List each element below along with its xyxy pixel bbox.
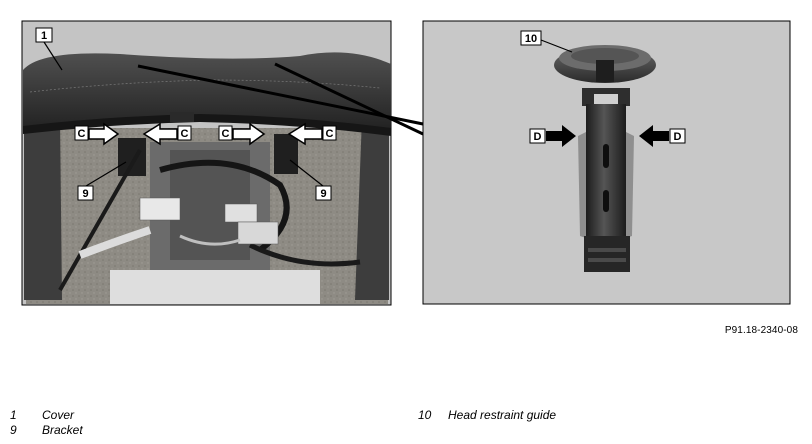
callout-c2: C [177, 125, 192, 141]
callout-bracket-right: 9 [315, 185, 332, 201]
callout-bracket-left: 9 [77, 185, 94, 201]
legend-label: Cover [42, 408, 75, 422]
cover-shape [23, 52, 391, 130]
legend-number: 10 [418, 408, 432, 422]
left-photo [21, 20, 392, 306]
legend-item: 10 Head restraint guide [418, 408, 556, 423]
svg-text:D: D [674, 131, 682, 143]
legend-label: Head restraint guide [448, 408, 557, 422]
leader-line-lower [274, 62, 424, 136]
guide-leader [540, 39, 573, 53]
svg-text:9: 9 [320, 188, 326, 200]
arrow-c4 [287, 122, 323, 146]
bracket-leader-right [289, 159, 324, 187]
legend-right: 10 Head restraint guide [418, 408, 556, 423]
svg-text:D: D [534, 131, 542, 143]
arrow-c2 [142, 122, 178, 146]
svg-text:C: C [181, 128, 189, 140]
svg-text:C: C [326, 128, 334, 140]
svg-text:C: C [78, 128, 86, 140]
arrow-c3 [232, 122, 266, 146]
arrow-c1 [88, 122, 120, 146]
figure-id: P91.18-2340-08 [724, 325, 798, 336]
svg-text:10: 10 [525, 33, 537, 45]
callout-c1: C [74, 125, 89, 141]
legend-left: 1 Cover 9 Bracket [10, 408, 83, 438]
right-photo [422, 20, 791, 305]
callout-c4: C [322, 125, 337, 141]
legend-item: 1 Cover [10, 408, 83, 423]
svg-text:9: 9 [82, 188, 88, 200]
callout-d-right: D [669, 128, 686, 144]
legend-number: 9 [10, 423, 17, 437]
arrow-d-right [639, 125, 669, 147]
cover-leader [43, 41, 63, 71]
legend-number: 1 [10, 408, 17, 422]
leader-line-upper [137, 64, 424, 126]
bracket-leader-left [85, 161, 127, 187]
svg-text:1: 1 [41, 30, 47, 42]
callout-cover: 1 [35, 27, 53, 43]
diagram-figure: C C C C 1 9 9 [21, 20, 791, 306]
arrow-d-left [546, 125, 576, 147]
callout-guide: 10 [520, 30, 542, 46]
legend-item: 9 Bracket [10, 423, 83, 438]
callout-d-left: D [529, 128, 546, 144]
callout-c3: C [218, 125, 233, 141]
svg-text:C: C [222, 128, 230, 140]
legend-label: Bracket [42, 423, 83, 437]
